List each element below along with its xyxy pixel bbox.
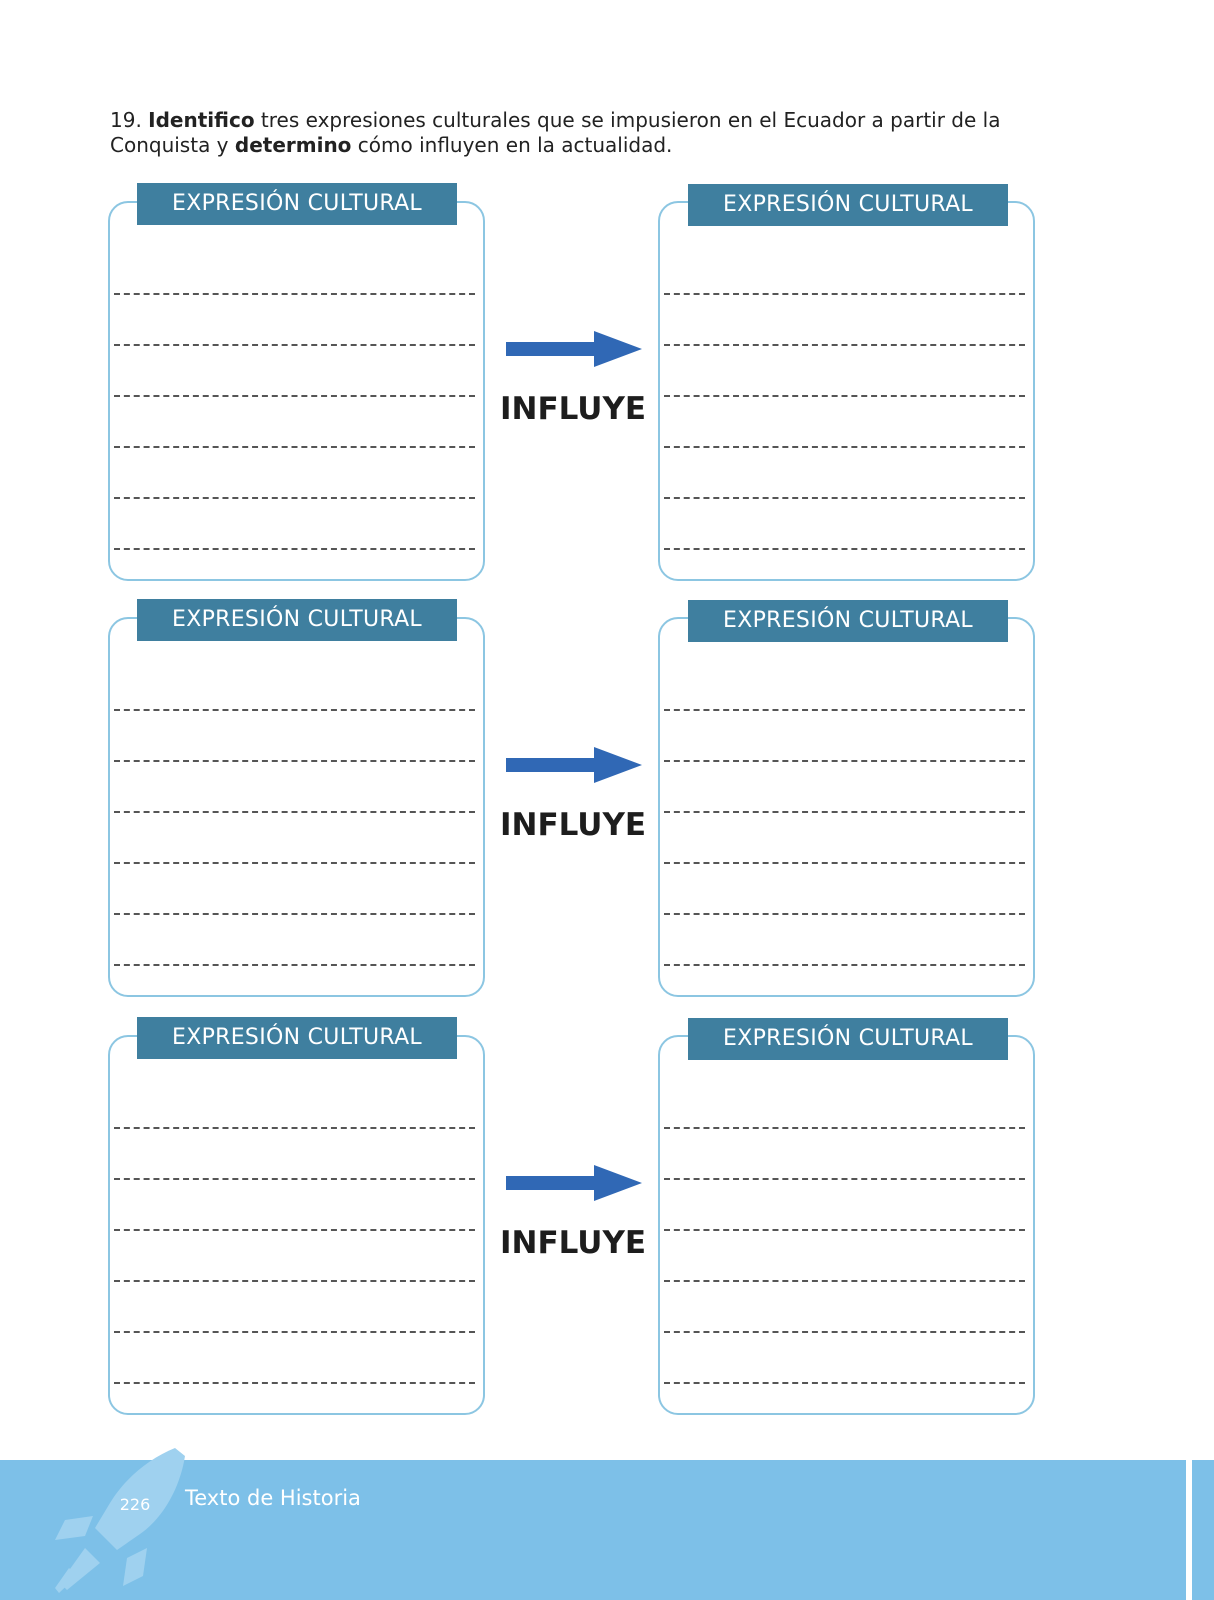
answer-line[interactable] [664, 1127, 1025, 1129]
answer-line[interactable] [664, 862, 1025, 864]
answer-line[interactable] [664, 446, 1025, 448]
exercise-row-1: EXPRESIÓN CULTURAL INFLUYE EXPRESIÓN CUL… [0, 183, 1214, 593]
right-box-label: EXPRESIÓN CULTURAL [688, 1018, 1008, 1060]
answer-line[interactable] [114, 1178, 475, 1180]
exercise-row-2: EXPRESIÓN CULTURAL INFLUYE EXPRESIÓN CUL… [0, 599, 1214, 1009]
answer-line[interactable] [664, 1331, 1025, 1333]
answer-line[interactable] [114, 548, 475, 550]
page-footer: 226 Texto de Historia [0, 1448, 1214, 1600]
right-answer-box[interactable] [658, 1035, 1035, 1415]
left-answer-box[interactable] [108, 1035, 485, 1415]
answer-line[interactable] [664, 1382, 1025, 1384]
answer-line[interactable] [114, 395, 475, 397]
left-box-label: EXPRESIÓN CULTURAL [137, 599, 457, 641]
answer-line[interactable] [114, 497, 475, 499]
answer-line[interactable] [664, 293, 1025, 295]
answer-line[interactable] [114, 811, 475, 813]
answer-line[interactable] [664, 395, 1025, 397]
verb-determino: determino [234, 133, 352, 157]
answer-line[interactable] [664, 497, 1025, 499]
influye-label: INFLUYE [500, 1225, 647, 1261]
answer-line[interactable] [114, 1127, 475, 1129]
answer-line[interactable] [664, 709, 1025, 711]
book-title: Texto de Historia [185, 1486, 361, 1510]
answer-line[interactable] [114, 913, 475, 915]
answer-line[interactable] [114, 1229, 475, 1231]
answer-line[interactable] [114, 760, 475, 762]
answer-line[interactable] [114, 862, 475, 864]
verb-identifico: Identifico [148, 108, 255, 132]
footer-stripe [1186, 1460, 1192, 1600]
left-answer-box[interactable] [108, 617, 485, 997]
answer-line[interactable] [664, 811, 1025, 813]
exercise-row-3: EXPRESIÓN CULTURAL INFLUYE EXPRESIÓN CUL… [0, 1017, 1214, 1427]
influye-label: INFLUYE [500, 807, 647, 843]
answer-lines[interactable] [114, 709, 475, 1015]
answer-line[interactable] [664, 913, 1025, 915]
answer-line[interactable] [114, 344, 475, 346]
instruction-text-2: cómo influyen en la actualidad. [351, 133, 673, 157]
exercise-number: 19. [110, 108, 142, 132]
answer-line[interactable] [664, 1229, 1025, 1231]
page-number: 226 [119, 1495, 151, 1514]
answer-line[interactable] [114, 1382, 475, 1384]
exercise-instruction: 19. Identifico tres expresiones cultural… [110, 108, 1070, 158]
answer-lines[interactable] [114, 293, 475, 599]
answer-line[interactable] [664, 964, 1025, 966]
left-box-label: EXPRESIÓN CULTURAL [137, 1017, 457, 1059]
answer-line[interactable] [114, 1331, 475, 1333]
answer-line[interactable] [114, 1280, 475, 1282]
right-box-label: EXPRESIÓN CULTURAL [688, 184, 1008, 226]
answer-line[interactable] [114, 293, 475, 295]
influye-label: INFLUYE [500, 391, 647, 427]
left-answer-box[interactable] [108, 201, 485, 581]
instruction-text-1: tres expresiones culturales que se impus… [110, 108, 1001, 157]
answer-line[interactable] [114, 964, 475, 966]
answer-line[interactable] [664, 760, 1025, 762]
arrow-right-icon [506, 331, 642, 367]
left-box-label: EXPRESIÓN CULTURAL [137, 183, 457, 225]
right-box-label: EXPRESIÓN CULTURAL [688, 600, 1008, 642]
answer-line[interactable] [664, 1178, 1025, 1180]
answer-lines[interactable] [664, 709, 1025, 1015]
answer-line[interactable] [664, 548, 1025, 550]
answer-lines[interactable] [664, 1127, 1025, 1433]
arrow-right-icon [506, 747, 642, 783]
answer-line[interactable] [664, 1280, 1025, 1282]
answer-lines[interactable] [114, 1127, 475, 1433]
answer-lines[interactable] [664, 293, 1025, 599]
right-answer-box[interactable] [658, 617, 1035, 997]
answer-line[interactable] [114, 446, 475, 448]
answer-line[interactable] [114, 709, 475, 711]
arrow-right-icon [506, 1165, 642, 1201]
right-answer-box[interactable] [658, 201, 1035, 581]
answer-line[interactable] [664, 344, 1025, 346]
rocket-icon [55, 1448, 185, 1593]
